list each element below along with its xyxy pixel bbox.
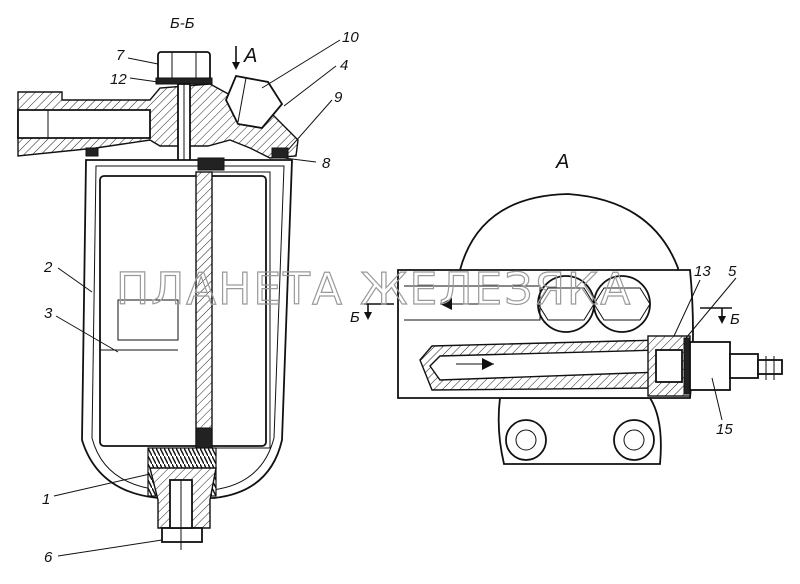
callout-12: 12 <box>110 71 127 88</box>
cut-label-left: Б <box>350 309 360 326</box>
callout-7: 7 <box>116 47 125 64</box>
callout-15: 15 <box>716 421 733 438</box>
section-view: Б-Б А 7 12 10 4 9 8 2 3 1 6 <box>17 15 359 566</box>
bowl-seal <box>271 147 289 159</box>
callout-leaders-right <box>673 277 737 421</box>
callout-leaders-left <box>53 39 341 557</box>
callout-2: 2 <box>43 259 53 276</box>
callout-5: 5 <box>728 263 737 280</box>
sensor-terminal <box>757 359 783 375</box>
drain-plug <box>225 74 284 129</box>
watermark: ПЛАНЕТА ЖЕЛЕЗЯКА <box>116 264 632 315</box>
section-label: Б-Б <box>170 15 195 32</box>
inlet-channel <box>17 109 151 139</box>
bowl-seal-left <box>85 147 99 157</box>
lower-seal <box>195 427 213 449</box>
callout-9: 9 <box>334 89 343 106</box>
view-label: А <box>555 151 569 173</box>
callout-13: 13 <box>694 263 711 280</box>
mount-hole-left <box>505 419 547 461</box>
cut-marker-right: Б <box>700 307 740 328</box>
lower-channel-wall <box>419 339 661 391</box>
mount-hole-right <box>613 419 655 461</box>
view-arrow-label: А <box>243 45 257 67</box>
drain-screw <box>161 527 203 543</box>
sensor-stem <box>729 353 759 379</box>
bolt-head <box>157 51 211 81</box>
cut-marker-left: Б <box>350 303 394 326</box>
callout-8: 8 <box>322 155 331 172</box>
filter-element <box>99 175 267 447</box>
sensor-body <box>689 341 731 391</box>
callout-4: 4 <box>340 57 348 74</box>
valve-gasket <box>683 337 691 395</box>
upper-channel <box>404 285 541 321</box>
cut-label-right: Б <box>730 311 740 328</box>
callout-1: 1 <box>42 491 50 508</box>
upper-seal <box>197 157 225 171</box>
callout-10: 10 <box>342 29 359 46</box>
view-a: А <box>350 151 783 465</box>
callout-3: 3 <box>44 305 53 322</box>
callout-6: 6 <box>44 549 53 566</box>
